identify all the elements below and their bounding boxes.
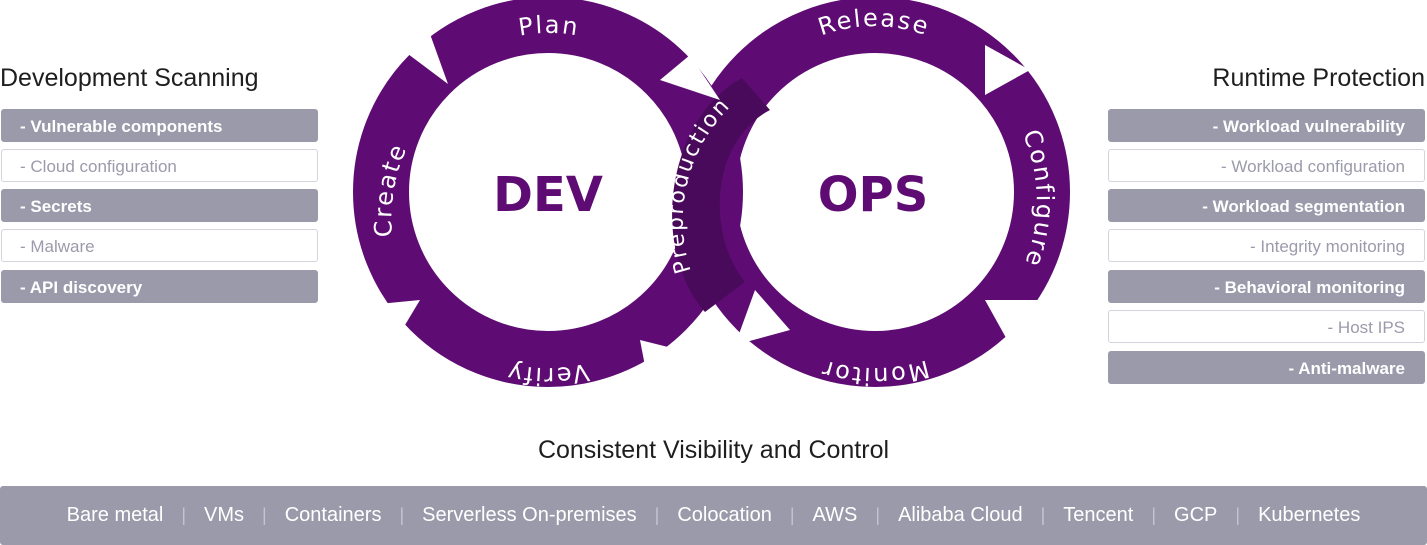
platform-alibaba-cloud: Alibaba Cloud [898,504,1023,526]
separator: | [789,505,795,525]
separator: | [875,505,881,525]
development-scanning-title: Development Scanning [0,64,259,92]
list-item-cloud-configuration: - Cloud configuration [1,149,318,182]
platform-serverless-on-premises: Serverless On-premises [422,504,637,526]
stage-plan-label: Plan [516,11,581,42]
separator: | [181,505,187,525]
list-item-host-ips: - Host IPS [1108,310,1425,343]
stage-verify-label: Verify [504,358,592,390]
platform-bare-metal: Bare metal [66,504,164,526]
platform-colocation: Colocation [677,504,772,526]
platform-containers: Containers [284,504,382,526]
list-item-api-discovery: - API discovery [1,270,318,303]
separator: | [262,505,267,525]
list-item-secrets: - Secrets [1,189,318,222]
list-item-integrity-monitoring: - Integrity monitoring [1108,229,1425,262]
platform-aws: AWS [812,504,858,526]
separator: | [1151,505,1157,525]
preproduction-bridge [660,55,770,312]
separator: | [1040,505,1046,525]
list-item-anti-malware: - Anti-malware [1108,351,1425,384]
ops-center-label: OPS [818,167,929,223]
list-item-behavioral-monitoring: - Behavioral monitoring [1108,270,1425,303]
list-item-malware: - Malware [1,229,318,262]
list-item-workload-configuration: - Workload configuration [1108,149,1425,182]
separator: | [399,505,405,525]
runtime-protection-title: Runtime Protection [1212,64,1425,92]
list-item-workload-segmentation: - Workload segmentation [1108,189,1425,222]
separator: | [1235,505,1241,525]
list-item-workload-vulnerability: - Workload vulnerability [1108,109,1425,142]
platform-vms: VMs [204,504,245,526]
platform-tencent: Tencent [1063,504,1134,526]
platform-kubernetes: Kubernetes [1258,504,1361,526]
devops-cycle-diagram: Plan Create Verify Release Configure Mon… [353,0,1070,390]
separator: | [654,505,660,525]
platform-gcp: GCP [1174,504,1218,526]
platform-bar: Bare metal | VMs | Containers | Serverle… [0,486,1427,545]
dev-center-label: DEV [493,167,603,223]
visibility-control-title: Consistent Visibility and Control [537,436,890,464]
list-item-vulnerable-components: - Vulnerable components [1,109,318,142]
